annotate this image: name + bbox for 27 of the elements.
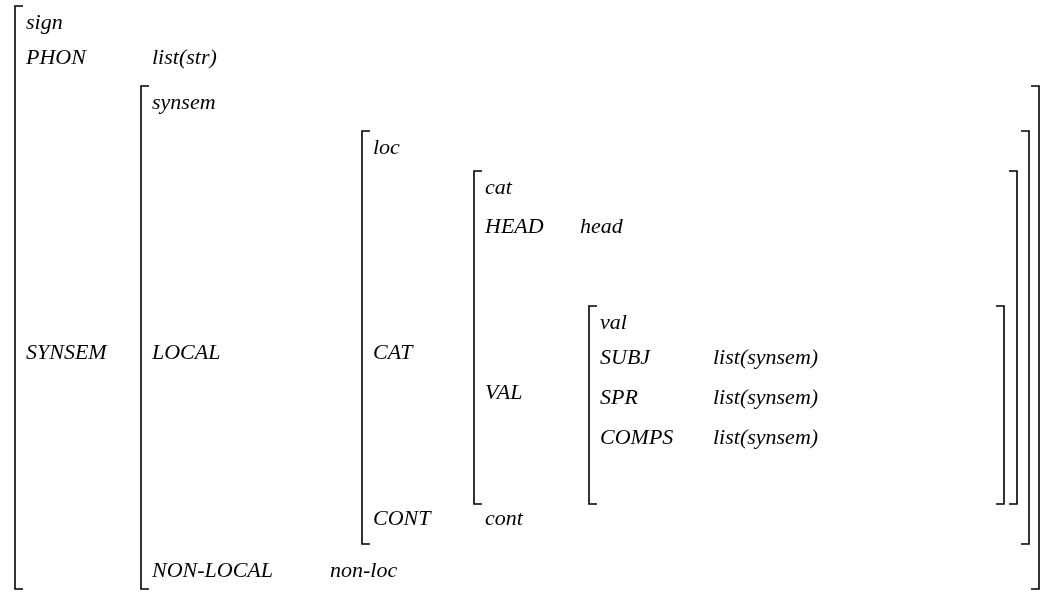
feature-value: list(synsem) [713,384,819,410]
feature-value: list(synsem) [713,344,819,370]
feature-value: list(synsem) [713,424,819,450]
feature-name: VAL [485,379,523,405]
feature-name: NON-LOCAL [152,557,274,583]
feature-name: SYNSEM [26,339,107,365]
attribute-value-matrix [588,305,1005,505]
feature-name: LOCAL [152,339,221,365]
attribute-value-matrix [361,130,1030,545]
type-name: sign [26,9,63,35]
type-name: val [600,309,627,335]
feature-name: HEAD [485,213,544,239]
feature-name: SUBJ [600,344,651,370]
feature-value: list(str) [152,44,217,70]
feature-value: non-loc [330,557,398,583]
attribute-value-matrix [473,170,1018,505]
type-name: cat [485,174,512,200]
feature-name: CONT [373,505,431,531]
feature-name: PHON [26,44,86,70]
type-name: loc [373,134,400,160]
feature-name: CAT [373,339,413,365]
feature-value: head [580,213,623,239]
feature-value: cont [485,505,523,531]
attribute-value-matrix [140,85,1040,590]
feature-name: SPR [600,384,638,410]
type-name: synsem [152,89,216,115]
feature-name: COMPS [600,424,674,450]
